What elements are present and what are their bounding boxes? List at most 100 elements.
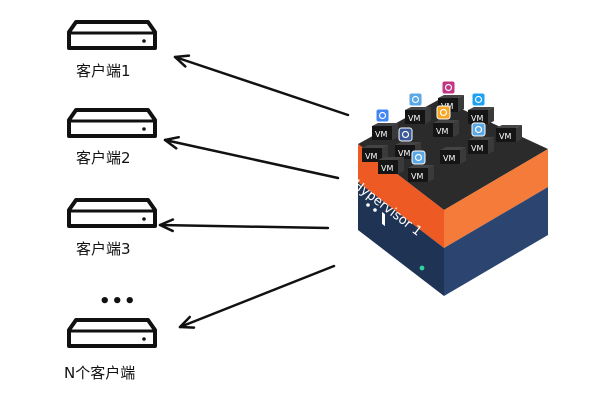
vm-cube-side — [392, 123, 398, 140]
connection-arrow — [158, 218, 330, 233]
client-device-body — [67, 20, 157, 50]
vm-cube-side — [460, 147, 466, 164]
arrow-shaft — [173, 55, 350, 117]
twitter-icon — [471, 92, 486, 107]
vm-cube-face — [395, 145, 415, 159]
client-device-body — [67, 108, 157, 138]
vm-cube-side — [488, 107, 494, 124]
vm-cube: VM — [405, 92, 431, 124]
client-device-led — [142, 39, 146, 43]
generic-app-icon — [411, 150, 426, 165]
more-clients-ellipsis: ••• — [99, 291, 137, 312]
app-icon-tile — [375, 108, 390, 123]
generic-app-icon — [408, 92, 423, 107]
vm-label: VM — [471, 114, 483, 123]
vm-cube-top — [440, 147, 466, 150]
vm-cube-face — [440, 150, 460, 164]
chrome-icon — [375, 108, 390, 123]
connection-arrow — [173, 54, 350, 117]
server-orange-side — [444, 149, 548, 248]
vm-grid: VMVMVMVMVMVMVMVMVMVMVMVM — [362, 80, 522, 182]
vm-cube-face — [408, 168, 428, 182]
vm-label: VM — [411, 172, 423, 181]
vm-cube: VM — [468, 92, 494, 124]
hypervisor-server: Hypervisor 1 VMVMVMVMVMVMVMVMVMVMVMVM — [350, 80, 548, 296]
client-label-3: 客户端3 — [76, 240, 131, 258]
app-icon-tile — [398, 127, 413, 142]
vm-cube-side — [458, 95, 464, 112]
app-icon-glyph — [411, 95, 420, 104]
vm-cube-face — [468, 110, 488, 124]
connection-arrow — [178, 264, 336, 329]
vm-label: VM — [398, 149, 410, 158]
app-icon-tile — [411, 150, 426, 165]
server-navy-side — [444, 187, 548, 296]
vm-cube: VM — [440, 147, 466, 164]
app-icon-tile — [436, 105, 451, 120]
vm-cube: VM — [408, 150, 434, 182]
server-front-details — [366, 203, 425, 271]
client-device-body — [67, 318, 157, 348]
arrow-shaft — [158, 223, 330, 230]
vm-cube-face — [496, 128, 516, 142]
connection-arrow — [163, 135, 340, 180]
vm-label: VM — [375, 130, 387, 139]
vm-cube: VM — [468, 122, 494, 154]
vm-cube-top — [362, 145, 388, 148]
vm-cube-face — [405, 110, 425, 124]
vm-cube: VM — [433, 105, 459, 137]
vm-cube-side — [453, 120, 459, 137]
vm-cube-face — [362, 148, 382, 162]
vm-label: VM — [381, 164, 393, 173]
arrow-shaft — [163, 138, 340, 180]
app-icon-tile — [408, 92, 423, 107]
status-led — [419, 265, 425, 271]
vm-cube-side — [398, 157, 404, 174]
vm-label: VM — [365, 152, 377, 161]
vm-cube-top — [405, 107, 431, 110]
app-icon-glyph — [474, 95, 483, 104]
vm-cube-top — [468, 107, 494, 110]
vm-cube-top — [372, 123, 398, 126]
vm-cube-side — [425, 107, 431, 124]
app-icon-tile — [441, 80, 456, 95]
vm-cube: VM — [372, 108, 398, 140]
drive-slot — [382, 211, 385, 227]
vm-cube-top — [438, 95, 464, 98]
client-device-body — [67, 198, 157, 228]
vm-cube-top — [378, 157, 404, 160]
vm-cube-face — [372, 126, 392, 140]
vm-cube: VM — [395, 127, 421, 159]
facebook-icon — [398, 127, 413, 142]
app-icon-glyph — [414, 153, 423, 162]
app-icon-glyph — [378, 111, 387, 120]
instagram-icon — [441, 80, 456, 95]
led-dot — [366, 203, 370, 207]
vm-cube-side — [516, 125, 522, 142]
vm-cube-top — [408, 165, 434, 168]
arrows-layer — [158, 54, 350, 329]
arrow-shaft — [178, 264, 336, 329]
arrow-head — [178, 315, 196, 329]
vm-label: VM — [436, 127, 448, 136]
led-dot — [373, 208, 377, 212]
app-icon-glyph — [444, 83, 453, 92]
vm-cube-top — [433, 120, 459, 123]
client-device-icon — [67, 108, 157, 138]
vm-cube-side — [488, 137, 494, 154]
arrow-head — [158, 218, 175, 233]
app-icon-glyph — [401, 130, 410, 139]
client-device-icon — [67, 20, 157, 50]
client-label-2: 客户端2 — [76, 149, 131, 167]
client-device-led — [142, 337, 146, 341]
client-device-icon — [67, 198, 157, 228]
app-icon-glyph — [474, 125, 483, 134]
vm-cube-face — [468, 140, 488, 154]
vm-cube-top — [496, 125, 522, 128]
vm-cube-face — [378, 160, 398, 174]
arrow-head — [173, 54, 191, 68]
clients-layer — [67, 20, 157, 348]
vm-label: VM — [499, 132, 511, 141]
